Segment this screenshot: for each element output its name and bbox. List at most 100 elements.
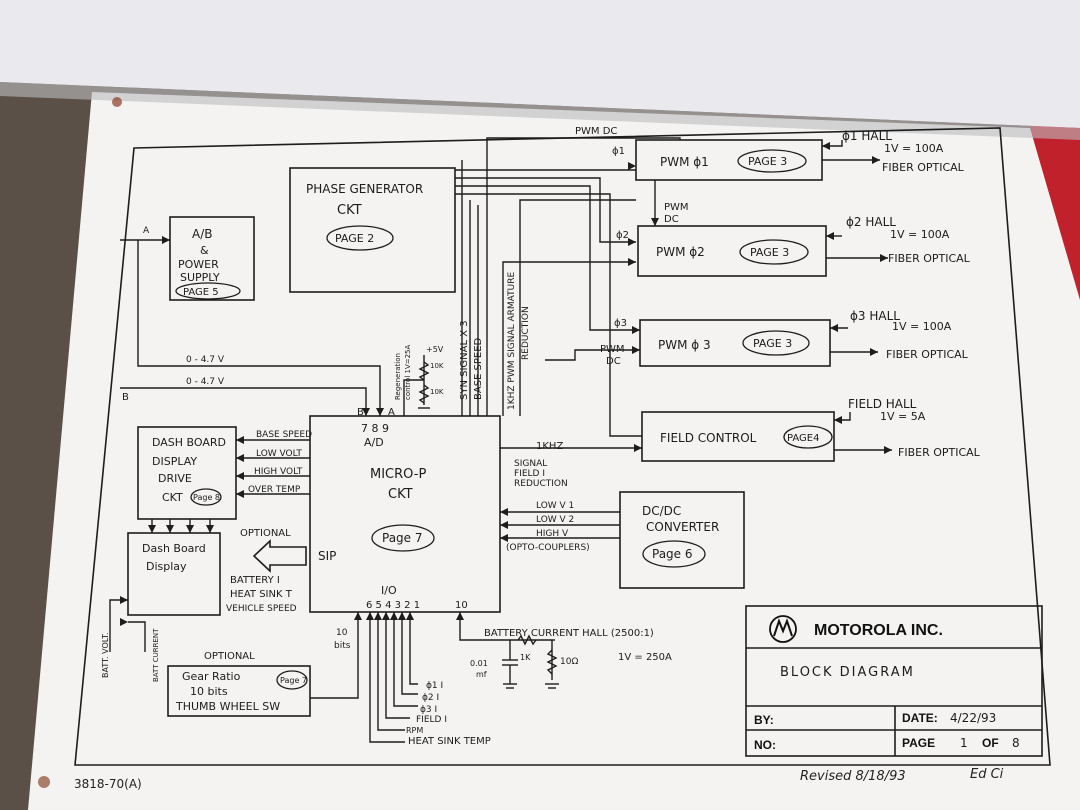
pwm1-label: PWM ϕ1 (660, 155, 709, 169)
drawing-border (74, 127, 1051, 766)
battery-current-hall-label: BATTERY CURRENT HALL (2500:1) (484, 628, 654, 639)
page-ref-oval (642, 540, 706, 568)
over-temp-label: OVER TEMP (248, 485, 301, 495)
optional-label-2: OPTIONAL (204, 651, 255, 662)
signal-field-3: REDUCTION (514, 479, 568, 489)
regeneration-scale: control 1V=25A (404, 344, 412, 400)
1khz-label: 1KHZ (536, 441, 563, 452)
hall2-label: ϕ2 HALL (846, 215, 896, 229)
pwm3-block (639, 319, 831, 367)
pin-a-label: A (388, 407, 395, 418)
of-value: 8 (1012, 736, 1020, 750)
pwm3-page: PAGE 3 (753, 337, 792, 350)
micro-p-sip: SIP (318, 549, 336, 563)
power-supply-line1: A/B (192, 227, 212, 241)
phase-generator-ckt: CKT (337, 203, 362, 218)
fiber-optical-3: FIBER OPTICAL (886, 348, 969, 361)
resistor-10-ohm: 10Ω (560, 657, 578, 667)
low-v2-label: LOW V 2 (536, 515, 574, 525)
field-control-label: FIELD CONTROL (660, 431, 757, 445)
batt-volt-label: BATT. VOLT. (101, 632, 110, 678)
dash-drive-block (137, 426, 237, 520)
voltage-a-label: 0 - 4.7 V (186, 355, 225, 365)
micro-p-block (309, 415, 501, 613)
io-phi1: ϕ1 I (426, 681, 443, 691)
batt-current-label: BATT CURRENT (152, 628, 160, 682)
initials: Ed Ci (970, 767, 1004, 782)
hall3-scale: 1V = 100A (892, 320, 952, 333)
wire-labels: PWM DC ϕ1 ϕ2 ϕ3 PWM DC PWM DC ϕ1 HALL 1V… (101, 126, 981, 747)
regeneration-label: Regeneration (394, 353, 402, 400)
of-label: OF (982, 736, 999, 750)
upper-page-edge (0, 0, 1080, 128)
syn-signal-label: SYN SIGNAL X 3 (459, 320, 470, 400)
micro-p-pins: 7 8 9 (361, 422, 389, 435)
micro-p-io-pins: 6 5 4 3 2 1 (366, 600, 420, 611)
base-speed-vertical: BASE SPEED (473, 337, 484, 400)
power-supply-line2: & (200, 244, 209, 257)
signal-wires (109, 137, 892, 743)
io-field: FIELD I (416, 715, 447, 725)
gear-line2: 10 bits (190, 685, 228, 698)
signal-field-2: FIELD I (514, 469, 545, 479)
micro-p-label: MICRO-P (370, 467, 426, 482)
page-ref-oval (783, 425, 833, 449)
page-ref-oval (742, 330, 810, 356)
dash-display-block (127, 532, 221, 616)
ten-bits-b: bits (334, 641, 351, 651)
low-v1-label: LOW V 1 (536, 501, 574, 511)
fiber-optical-1: FIBER OPTICAL (882, 161, 965, 174)
pin-b-label: B (357, 407, 364, 418)
battery-i-label: BATTERY I (230, 575, 280, 586)
resistor-10k-1: 10K (430, 362, 444, 370)
micro-p-ad: A/D (364, 436, 384, 449)
input-a-label: A (143, 226, 150, 236)
pwm-dc-mid-label2: DC (664, 214, 679, 225)
low-volt-label: LOW VOLT (256, 449, 302, 459)
plus5v-label: +5V (426, 345, 444, 354)
dash-display-line1: Dash Board (142, 542, 206, 555)
pwm2-label: PWM ϕ2 (656, 245, 705, 259)
motorola-logo (769, 615, 797, 643)
power-supply-block (169, 216, 255, 301)
dash-drive-line2: DISPLAY (152, 455, 197, 468)
by-label: BY: (754, 713, 774, 727)
pwm-dc-low-label: PWM (600, 344, 625, 355)
gear-ratio-block (167, 665, 311, 717)
high-v-label: HIGH V (536, 529, 569, 539)
micro-p-ckt: CKT (388, 487, 413, 502)
hall1-scale: 1V = 100A (884, 142, 944, 155)
pwm2-block (637, 225, 827, 277)
page-label: PAGE (902, 736, 935, 750)
dash-drive-line1: DASH BOARD (152, 436, 226, 449)
page-ref-oval (190, 488, 222, 506)
dcdc-line1: DC/DC (642, 504, 681, 518)
page-ref-oval (737, 149, 807, 173)
motorola-logo-mark (773, 618, 793, 637)
phase-generator-block (289, 167, 456, 293)
resistor-10k-2: 10K (430, 388, 444, 396)
vehicle-speed-label: VEHICLE SPEED (226, 604, 297, 614)
date-label: DATE: (902, 711, 938, 725)
dash-drive-page: Page 8 (193, 493, 220, 502)
micro-p-pin10: 10 (455, 600, 468, 611)
reduction-label: REDUCTION (521, 306, 531, 360)
pwm-signal-label: 1KHZ PWM SIGNAL ARMATURE (507, 272, 517, 410)
fiber-optical-2: FIBER OPTICAL (888, 252, 971, 265)
opto-couplers-label: (OPTO-COUPLERS) (506, 543, 590, 553)
date-value: 4/22/93 (950, 711, 996, 725)
io-rpm: RPM (406, 726, 423, 735)
input-b-label: B (122, 392, 129, 403)
heat-sink-t-label: HEAT SINK T (230, 589, 293, 600)
pwm1-page: PAGE 3 (748, 155, 787, 168)
paper-shadow (0, 82, 1080, 140)
power-supply-line3: POWER (178, 258, 219, 271)
stain-mark (112, 97, 122, 107)
dcdc-line2: CONVERTER (646, 520, 719, 534)
page-ref-oval (276, 670, 308, 690)
drawing-title: BLOCK DIAGRAM (780, 665, 915, 680)
pwm3-label: PWM ϕ 3 (658, 338, 711, 352)
optional-label-1: OPTIONAL (240, 528, 291, 539)
revised-note: Revised 8/18/93 (800, 769, 906, 784)
